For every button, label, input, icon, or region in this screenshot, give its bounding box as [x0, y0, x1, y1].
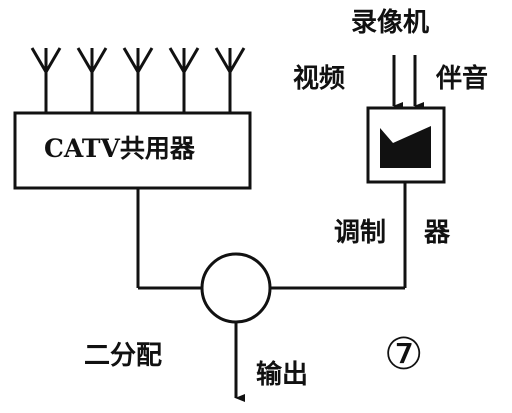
- antenna-array: [30, 47, 246, 113]
- modulator-label-part2: 器: [424, 218, 451, 248]
- figure-number: ⑦: [384, 329, 424, 380]
- antenna-icon: [168, 47, 200, 113]
- video-label: 视频: [293, 64, 346, 94]
- modulator-label-part1: 调制: [334, 218, 387, 248]
- catv-combiner-label: CATV共用器: [44, 134, 195, 163]
- audio-label: 伴音: [436, 64, 489, 94]
- splitter-circle: [200, 252, 272, 324]
- modulator-icon: [380, 126, 431, 168]
- catv-combiner-box: [13, 111, 252, 190]
- vcr-label: 录像机: [351, 8, 430, 38]
- antenna-icon: [30, 47, 62, 113]
- antenna-icon: [76, 47, 108, 113]
- antenna-icon: [214, 47, 246, 113]
- antenna-icon: [122, 47, 154, 113]
- output-label: 输出: [256, 360, 309, 390]
- splitter-label: 二分配: [84, 341, 163, 371]
